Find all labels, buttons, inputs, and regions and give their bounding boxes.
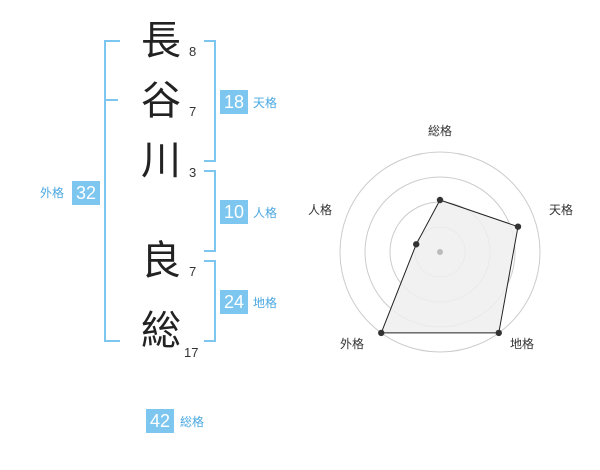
jinkaku-badge: 10 — [220, 200, 248, 224]
stroke-count-3: 3 — [189, 165, 197, 180]
name-character-4: 良 — [141, 238, 181, 284]
radar-area — [380, 199, 519, 334]
jinkaku-bracket — [204, 170, 216, 252]
radar-grid-ring — [339, 151, 541, 353]
radar-point-3 — [495, 329, 502, 337]
stroke-count-4: 7 — [189, 264, 197, 279]
jinkaku-label: 人格 — [253, 206, 278, 220]
gaikaku-bracket-tick — [104, 99, 118, 101]
gaikaku-badge: 32 — [72, 181, 100, 205]
radar-point-2 — [514, 223, 522, 230]
stroke-count-1: 8 — [189, 44, 197, 59]
name-character-3: 川 — [141, 138, 181, 184]
soukaku-label: 総格 — [180, 415, 205, 429]
chikaku-label: 地格 — [253, 296, 278, 310]
stroke-count-2: 7 — [189, 104, 197, 119]
radar-center-dot — [437, 249, 443, 255]
tenkaku-badge: 18 — [220, 90, 248, 114]
radar-label-chikaku: 地格 — [510, 337, 535, 351]
radar-point-4 — [378, 329, 385, 337]
radar-point-5 — [413, 241, 420, 248]
gaikaku-bracket — [104, 40, 120, 342]
soukaku-badge: 42 — [146, 409, 174, 433]
name-character-1: 長 — [141, 18, 181, 64]
radar-label-jinkaku: 人格 — [308, 203, 333, 217]
stroke-count-5: 17 — [184, 345, 199, 360]
name-character-5: 総 — [141, 308, 181, 354]
radar-label-tenkaku: 天格 — [549, 203, 574, 217]
chikaku-bracket — [204, 260, 216, 342]
chikaku-badge: 24 — [220, 290, 248, 314]
radar-label-soukaku: 総格 — [428, 124, 453, 138]
radar-point-1 — [436, 196, 444, 204]
gaikaku-label: 外格 — [40, 186, 65, 200]
tenkaku-label: 天格 — [253, 96, 278, 110]
radar-label-gaikaku: 外格 — [340, 337, 365, 351]
tenkaku-bracket — [204, 40, 216, 162]
name-character-2: 谷 — [141, 78, 181, 124]
